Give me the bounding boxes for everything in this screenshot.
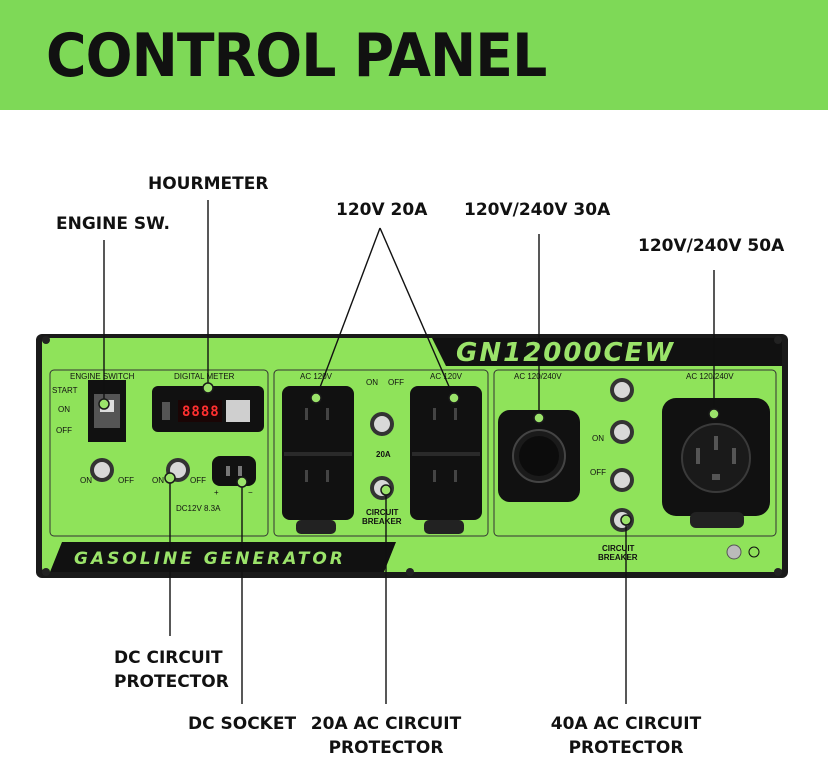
callout-120v-20a: 120V 20A	[336, 200, 428, 220]
callout-dc-circuit-protector-2: PROTECTOR	[114, 672, 229, 692]
callout-dc-circuit-protector-1: DC CIRCUIT	[114, 648, 223, 668]
digital-meter-title: DIGITAL METER	[174, 372, 235, 381]
ac-50a-label: AC 120/240V	[686, 372, 734, 381]
ground-symbol-icon	[748, 546, 760, 558]
engine-off-label: OFF	[56, 426, 72, 435]
dc-group-outline	[49, 369, 269, 537]
callout-dots	[98, 382, 720, 526]
header-banner: CONTROL PANEL	[0, 0, 828, 110]
ac240-group-outline	[493, 369, 777, 537]
dc-on-label: ON	[80, 476, 92, 485]
breaker-40a-label-2: BREAKER	[598, 553, 638, 562]
screw-icon	[406, 568, 414, 576]
ground-terminal-icon	[726, 544, 742, 560]
ac-right-120-label: AC 120V	[430, 372, 463, 381]
breaker-40a-on-label: ON	[592, 434, 604, 443]
callout-hourmeter: HOURMETER	[148, 174, 269, 194]
engine-start-label: START	[52, 386, 78, 395]
callout-120-240v-30a: 120V/240V 30A	[464, 200, 611, 220]
engine-switch-title: ENGINE SWITCH	[70, 372, 135, 381]
engine-on-label: ON	[58, 405, 70, 414]
ac-30a-label: AC 120/240V	[514, 372, 562, 381]
screw-icon	[774, 336, 782, 344]
dc-plus-label: +	[214, 488, 219, 497]
callout-20a-ac-protector-2: PROTECTOR	[328, 738, 444, 758]
breaker-20a-label-1: CIRCUIT	[366, 508, 399, 517]
dc-breaker-on-label: ON	[152, 476, 164, 485]
model-name: GN12000CEW	[456, 338, 676, 368]
callout-dc-socket: DC SOCKET	[188, 714, 297, 734]
breaker-20a-label-2: BREAKER	[362, 517, 402, 526]
callout-40a-ac-protector-2: PROTECTOR	[568, 738, 684, 758]
ac-left-label: AC 120V	[300, 372, 333, 381]
dc-off-label: OFF	[118, 476, 134, 485]
callout-engine-sw: ENGINE SW.	[56, 214, 170, 234]
callout-120-240v-50a: 120V/240V 50A	[638, 236, 785, 256]
callout-40a-ac-protector-1: 40A AC CIRCUIT	[550, 714, 702, 734]
brand-band	[50, 542, 396, 572]
page-title: CONTROL PANEL	[46, 21, 547, 91]
hourmeter-display: 8888	[182, 404, 220, 420]
breaker-20a-rating: 20A	[376, 450, 391, 459]
screw-icon	[42, 568, 50, 576]
model-band	[432, 338, 782, 366]
dc-socket-icon	[212, 456, 256, 486]
callout-lines	[103, 200, 715, 704]
ac-off-label: OFF	[388, 378, 404, 387]
dc-minus-label: −	[248, 488, 253, 497]
breaker-40a-label-1: CIRCUIT	[602, 544, 635, 553]
ac120-group-outline	[273, 369, 489, 537]
breaker-40a-off-label: OFF	[590, 468, 606, 477]
dc-rating-label: DC12V 8.3A	[176, 504, 221, 513]
callout-20a-ac-protector-1: 20A AC CIRCUIT	[310, 714, 462, 734]
screw-icon	[42, 336, 50, 344]
screw-icon	[774, 568, 782, 576]
dc-breaker-off-label: OFF	[190, 476, 206, 485]
ac-on-label: ON	[366, 378, 378, 387]
brand-strip-text: GASOLINE GENERATOR	[74, 549, 346, 569]
